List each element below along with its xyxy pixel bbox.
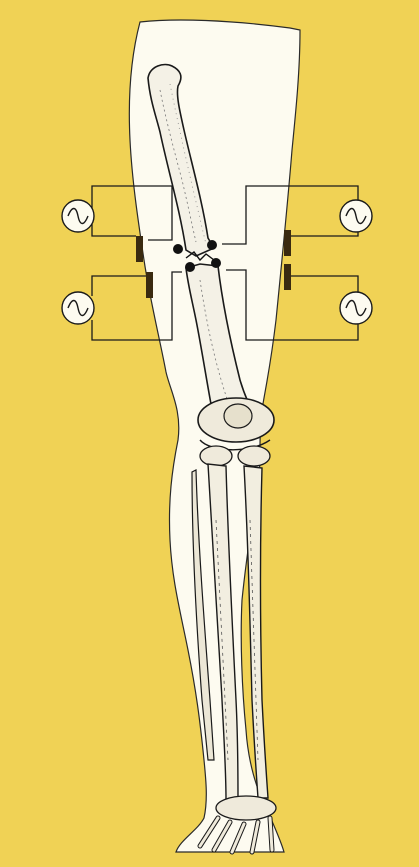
ac-generator-top-left [62,200,94,232]
electrode-top-left [136,236,143,262]
electrode-bottom-left [146,272,153,298]
ac-generator-bottom-left [62,292,94,324]
ac-generator-bottom-right [340,292,372,324]
electrode-bottom-right [284,264,291,290]
ac-generator-top-right [340,200,372,232]
electrode-top-right [284,230,291,256]
